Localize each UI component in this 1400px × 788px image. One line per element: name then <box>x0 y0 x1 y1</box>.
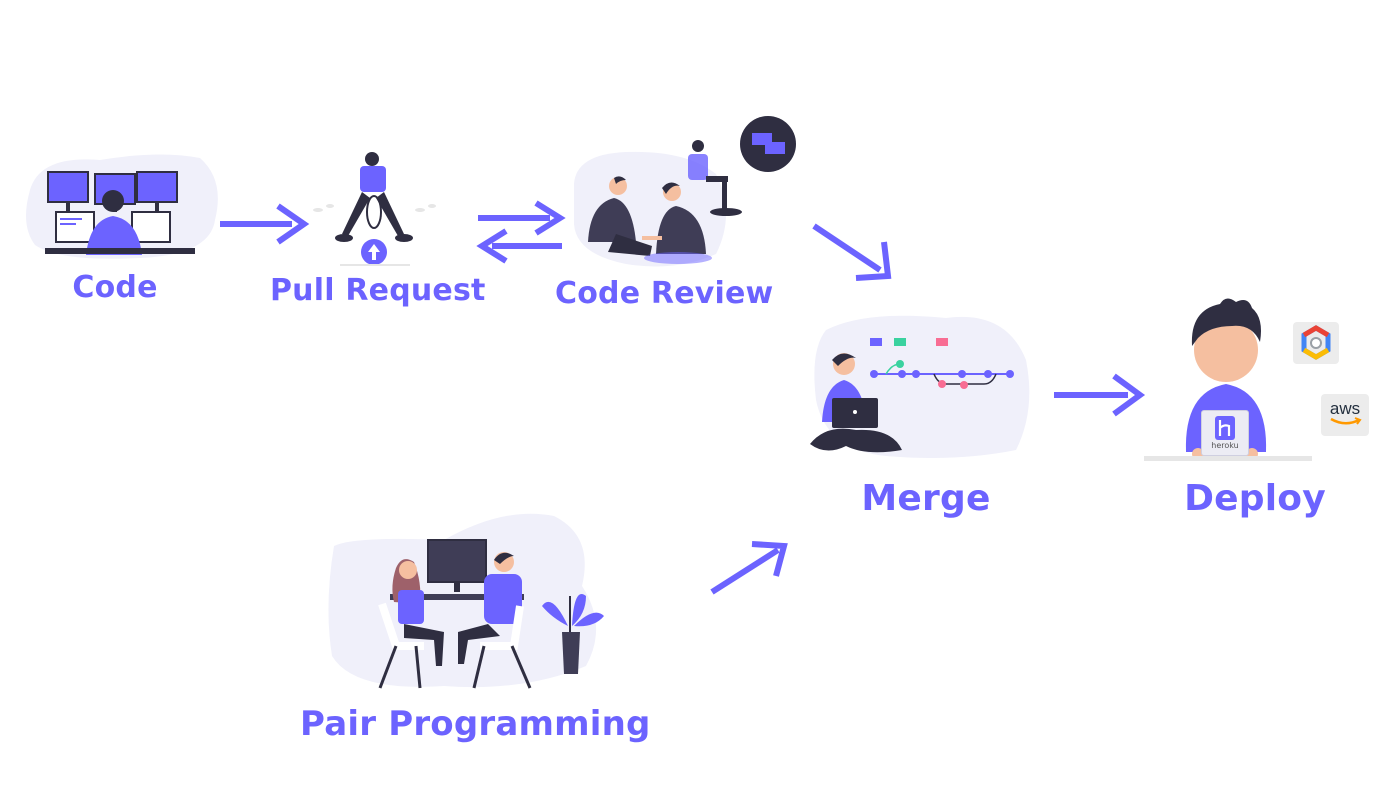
arrow-right-icon <box>218 202 310 246</box>
merge-request-icon <box>361 239 387 265</box>
heroku-icon: heroku <box>1201 410 1249 456</box>
arrow-right-icon <box>476 200 566 236</box>
plant-icon <box>542 594 604 674</box>
aws-label: aws <box>1329 399 1361 418</box>
code-illustration <box>20 150 220 262</box>
pair-programming-illustration <box>324 506 614 696</box>
aws-icon: aws <box>1321 394 1369 436</box>
step-label-pull-request: Pull Request <box>270 273 486 308</box>
git-branch-icon <box>870 360 1014 389</box>
step-label-code-review: Code Review <box>555 276 774 311</box>
merge-illustration <box>806 310 1032 462</box>
google-cloud-icon <box>1293 322 1339 364</box>
step-label-code: Code <box>72 270 158 305</box>
heroku-label: heroku <box>1211 441 1239 450</box>
code-review-illustration <box>566 114 802 274</box>
step-label-pair-programming: Pair Programming <box>300 704 651 744</box>
step-label-merge: Merge <box>861 478 991 519</box>
arrow-left-icon <box>476 228 566 264</box>
pull-request-illustration <box>300 148 450 270</box>
step-label-deploy: Deploy <box>1184 478 1326 519</box>
arrow-diagonal-icon <box>808 218 898 284</box>
arrow-diagonal-icon <box>708 538 792 598</box>
chat-bubbles-icon <box>740 116 796 172</box>
arrow-right-icon <box>1052 372 1146 418</box>
